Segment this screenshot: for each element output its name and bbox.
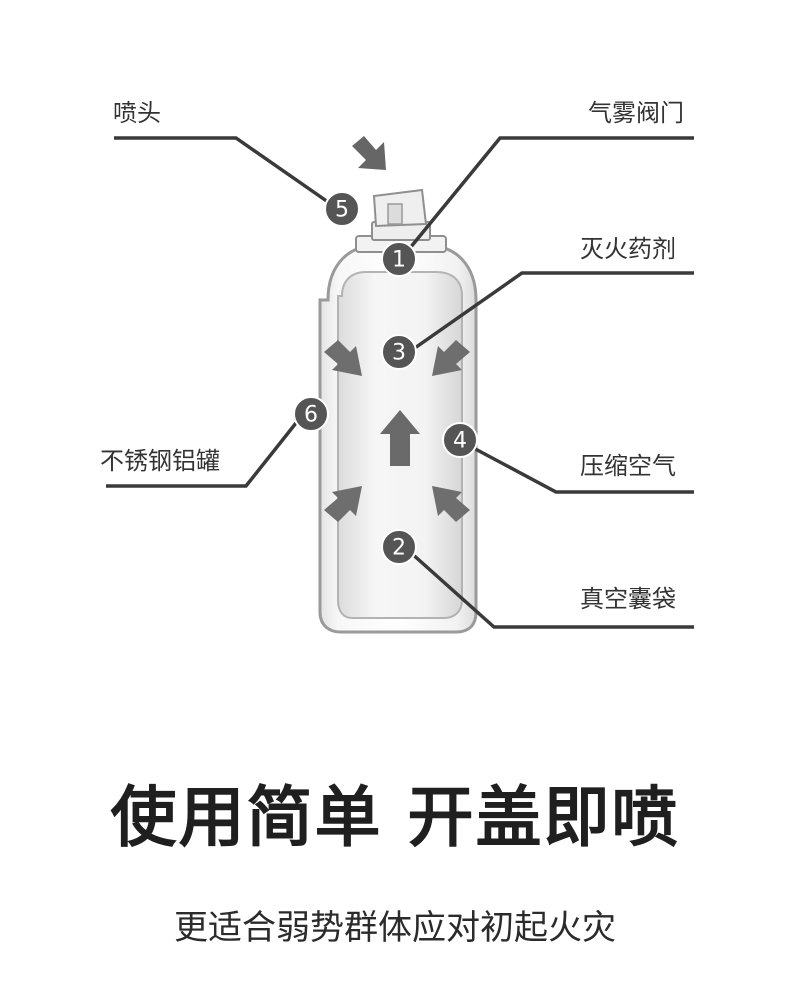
label-nozzle: 喷头 [113, 99, 161, 127]
marker-4-label: 4 [453, 429, 467, 454]
leader-lines [106, 136, 694, 629]
marker-3-label: 3 [392, 341, 406, 366]
label-compressed-air: 压缩空气 [580, 452, 676, 480]
headline: 使用简单 开盖即喷 [110, 779, 680, 856]
label-aerosol-valve: 气雾阀门 [588, 99, 684, 127]
label-can: 不锈钢铝罐 [100, 447, 220, 475]
leader-line-nozzle [114, 136, 329, 204]
marker-2-label: 2 [392, 536, 406, 561]
leader-line-valve [408, 136, 694, 250]
extinguisher-diagram: 5 1 3 6 4 2 [106, 136, 694, 634]
marker-3: 3 [381, 334, 417, 370]
label-vacuum-bag: 真空囊袋 [580, 585, 676, 613]
marker-6-label: 6 [304, 403, 318, 428]
leader-line-agent [410, 271, 694, 352]
pressure-arrow-icon [432, 340, 470, 376]
leader-line-bag [408, 550, 694, 629]
subline: 更适合弱势群体应对初起火灾 [174, 908, 616, 948]
marker-1: 1 [381, 241, 417, 277]
pressure-arrow-icon [324, 340, 362, 376]
pressure-arrow-icon [432, 486, 470, 522]
pressure-arrow-icon [324, 486, 362, 522]
press-arrow-icon [352, 136, 386, 170]
up-arrow-icon [380, 410, 420, 466]
leader-line-can [106, 416, 302, 488]
marker-5-label: 5 [335, 198, 349, 223]
label-extinguishing-agent: 灭火药剂 [580, 235, 676, 263]
marker-2: 2 [381, 529, 417, 565]
marker-5: 5 [324, 191, 360, 227]
marker-6: 6 [293, 396, 329, 432]
marker-1-label: 1 [392, 248, 406, 273]
nozzle [372, 188, 428, 228]
marker-4: 4 [442, 422, 478, 458]
leader-line-air [465, 442, 694, 494]
